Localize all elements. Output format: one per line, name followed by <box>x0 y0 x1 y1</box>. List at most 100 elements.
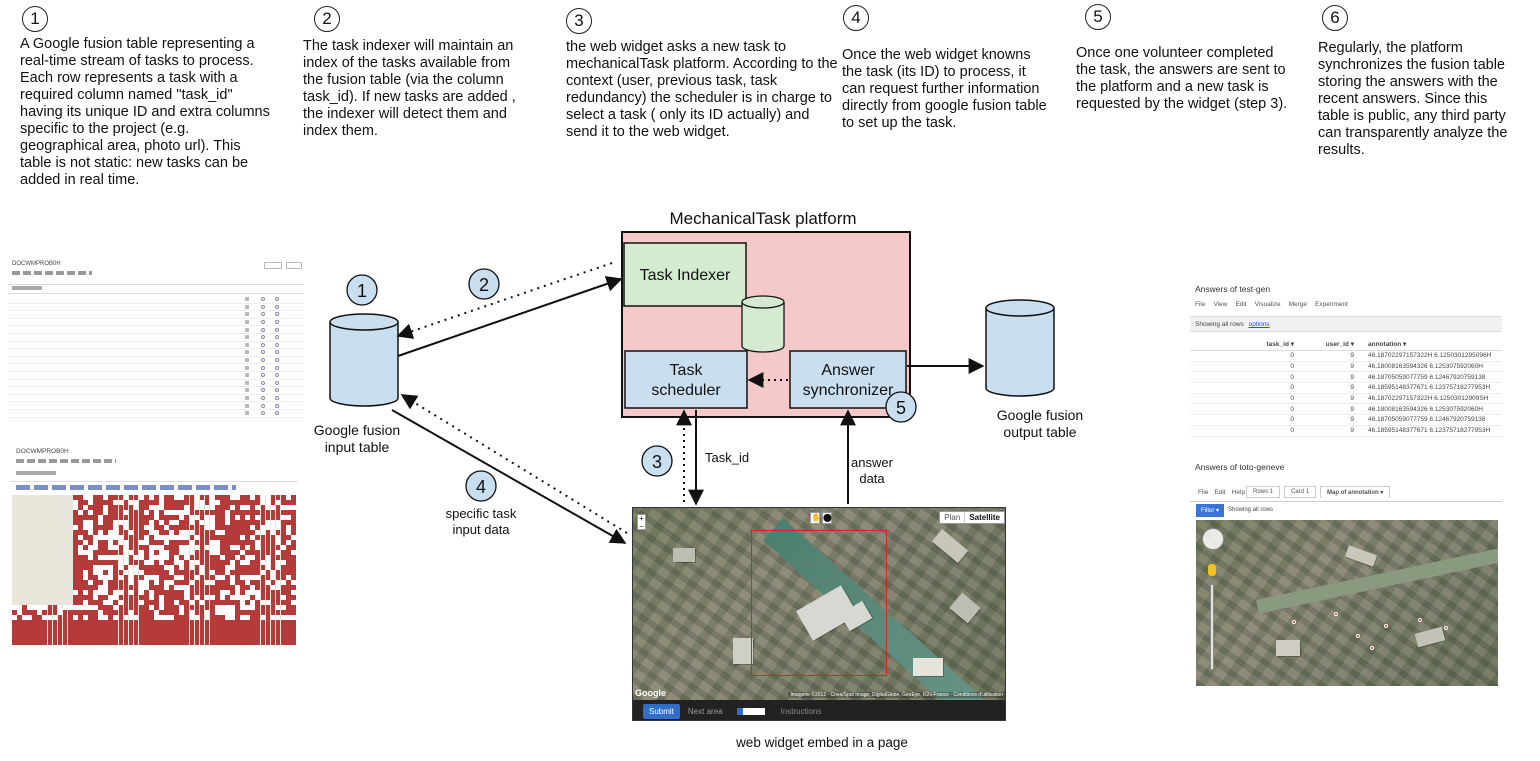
table-cell: 0 <box>1290 427 1294 435</box>
step-6-text: Regularly, the platform synchronizes the… <box>1318 40 1508 158</box>
map-pin-icon[interactable] <box>1444 626 1448 630</box>
filter-button[interactable]: Filter ▾ <box>1196 504 1225 517</box>
menu-item[interactable]: Merge <box>1288 301 1308 308</box>
satellite-map[interactable]: + − ✋ ⬤ Plan Satellite Google Imagerie ©… <box>633 508 1005 700</box>
thumb-table-row <box>8 410 304 418</box>
tab[interactable]: Card 1 <box>1284 486 1317 498</box>
thumb-table-row <box>8 334 304 342</box>
menu-item[interactable]: Edit <box>1214 489 1226 496</box>
menu-item[interactable]: File <box>1198 489 1209 496</box>
selection-rectangle[interactable] <box>751 530 887 676</box>
map-pin-icon[interactable] <box>1356 634 1360 638</box>
menu-item[interactable]: Experiment <box>1315 301 1348 308</box>
diagram-circle-2-label: 2 <box>479 275 489 295</box>
map-type-plan[interactable]: Plan <box>944 513 961 522</box>
thumb-map-title: DOCWMPROB0H <box>16 448 69 455</box>
answers-table-header: task_id ▾ user_id ▾ annotation ▾ <box>1190 338 1502 351</box>
pegman-icon[interactable]: ✋ <box>810 512 821 524</box>
index-cylinder <box>741 295 785 353</box>
answer-data-label-2: data <box>859 471 885 486</box>
map-thumb-title: Answers of toto-geneve <box>1195 462 1285 472</box>
column-header[interactable]: annotation ▾ <box>1368 341 1407 348</box>
step-5-text: Once one volunteer completed the task, t… <box>1076 45 1288 112</box>
table-cell: 0 <box>1290 363 1294 371</box>
specific-task-label-1: specific task <box>446 506 517 521</box>
map-attribution: Imagerie ©2012 · Cnes/Spot Image, Digita… <box>788 692 1005 698</box>
map-pin-icon[interactable] <box>1334 612 1338 616</box>
input-table-screenshot: DOCWMPROB0H <box>8 258 304 422</box>
thumb-table-row <box>8 402 304 410</box>
tab[interactable]: Map of annotation ▾ <box>1320 486 1391 498</box>
thumb-table-row <box>8 357 304 365</box>
next-area-button[interactable]: Next area <box>687 706 723 716</box>
table-cell: 9 <box>1350 384 1354 392</box>
output-map-screenshot: Answers of toto-geneve File Edit Help Rows… <box>1190 458 1502 688</box>
map-thumb-menu: File Edit Help <box>1198 489 1245 496</box>
thumb-table-row <box>8 364 304 372</box>
step-3-text: the web widget asks a new task to mechan… <box>566 39 838 140</box>
step-1-text: A Google fusion table representing a rea… <box>20 36 270 188</box>
step-5-number: 5 <box>1085 4 1111 30</box>
answers-options-link[interactable]: options <box>1248 321 1270 328</box>
answers-menu: File View Edit Visualize Merge Experiment <box>1195 301 1348 308</box>
menu-item[interactable]: View <box>1213 301 1228 308</box>
tab[interactable]: Rows 1 <box>1246 486 1281 498</box>
table-cell: 9 <box>1350 395 1354 403</box>
instructions-link[interactable]: Instructions <box>780 706 822 716</box>
menu-item[interactable]: Visualize <box>1254 301 1281 308</box>
task-scheduler-label-2: scheduler <box>651 382 721 399</box>
marker-tool-icon[interactable]: ⬤ <box>822 512 832 524</box>
indexer-poll-arrow <box>396 262 613 339</box>
task-indexer-label: Task Indexer <box>640 267 731 284</box>
column-header[interactable]: task_id ▾ <box>1266 341 1294 348</box>
thumb-table-row <box>8 380 304 388</box>
pan-control-icon[interactable] <box>1202 528 1224 550</box>
zoom-in-button[interactable]: + <box>639 514 644 523</box>
platform-title: MechanicalTask platform <box>669 209 856 228</box>
table-cell: 0 <box>1290 395 1294 403</box>
table-cell: 9 <box>1350 352 1354 360</box>
menu-item[interactable]: Edit <box>1235 301 1247 308</box>
input-table-label-1: Google fusion <box>314 422 400 438</box>
table-cell: 9 <box>1350 405 1354 413</box>
output-table-label-2: output table <box>1003 424 1076 440</box>
widget-toolbar: Submit Next area Instructions <box>633 700 1005 720</box>
street-view-pegman-icon[interactable] <box>1208 564 1216 576</box>
map-pin-icon[interactable] <box>1292 620 1296 624</box>
step-4-number: 4 <box>843 5 869 31</box>
output-table-label-1: Google fusion <box>997 407 1083 423</box>
diagram-circle-5 <box>885 391 917 423</box>
submit-button[interactable]: Submit <box>643 703 680 719</box>
map-type-toggle[interactable]: Plan Satellite <box>939 511 1005 524</box>
menu-item[interactable]: File <box>1195 301 1206 308</box>
step-6-number: 6 <box>1322 5 1348 31</box>
zoom-slider[interactable] <box>1210 584 1214 670</box>
widget-caption: web widget embed in a page <box>735 735 908 750</box>
widget-request-input-arrow <box>400 394 628 534</box>
thumb-table-row <box>8 304 304 312</box>
zoom-out-button[interactable]: − <box>639 522 644 531</box>
task-scheduler-box <box>624 350 748 409</box>
answer-synchronizer-box <box>789 350 907 409</box>
column-header[interactable]: user_id ▾ <box>1325 341 1354 348</box>
step-4-text: Once the web widget knowns the task (its… <box>842 47 1047 131</box>
map-type-satellite[interactable]: Satellite <box>964 512 1004 523</box>
map-thumb-satellite[interactable] <box>1196 520 1498 686</box>
table-cell: 0 <box>1290 384 1294 392</box>
map-pin-icon[interactable] <box>1370 646 1374 650</box>
diagram-circle-1 <box>346 274 378 306</box>
map-pin-icon[interactable] <box>1384 624 1388 628</box>
menu-item[interactable]: Help <box>1231 489 1246 496</box>
thumb-table-row <box>8 342 304 350</box>
zoom-control[interactable]: + − <box>637 514 646 531</box>
progress-toggle[interactable] <box>736 707 765 715</box>
map-pin-icon[interactable] <box>1418 618 1422 622</box>
